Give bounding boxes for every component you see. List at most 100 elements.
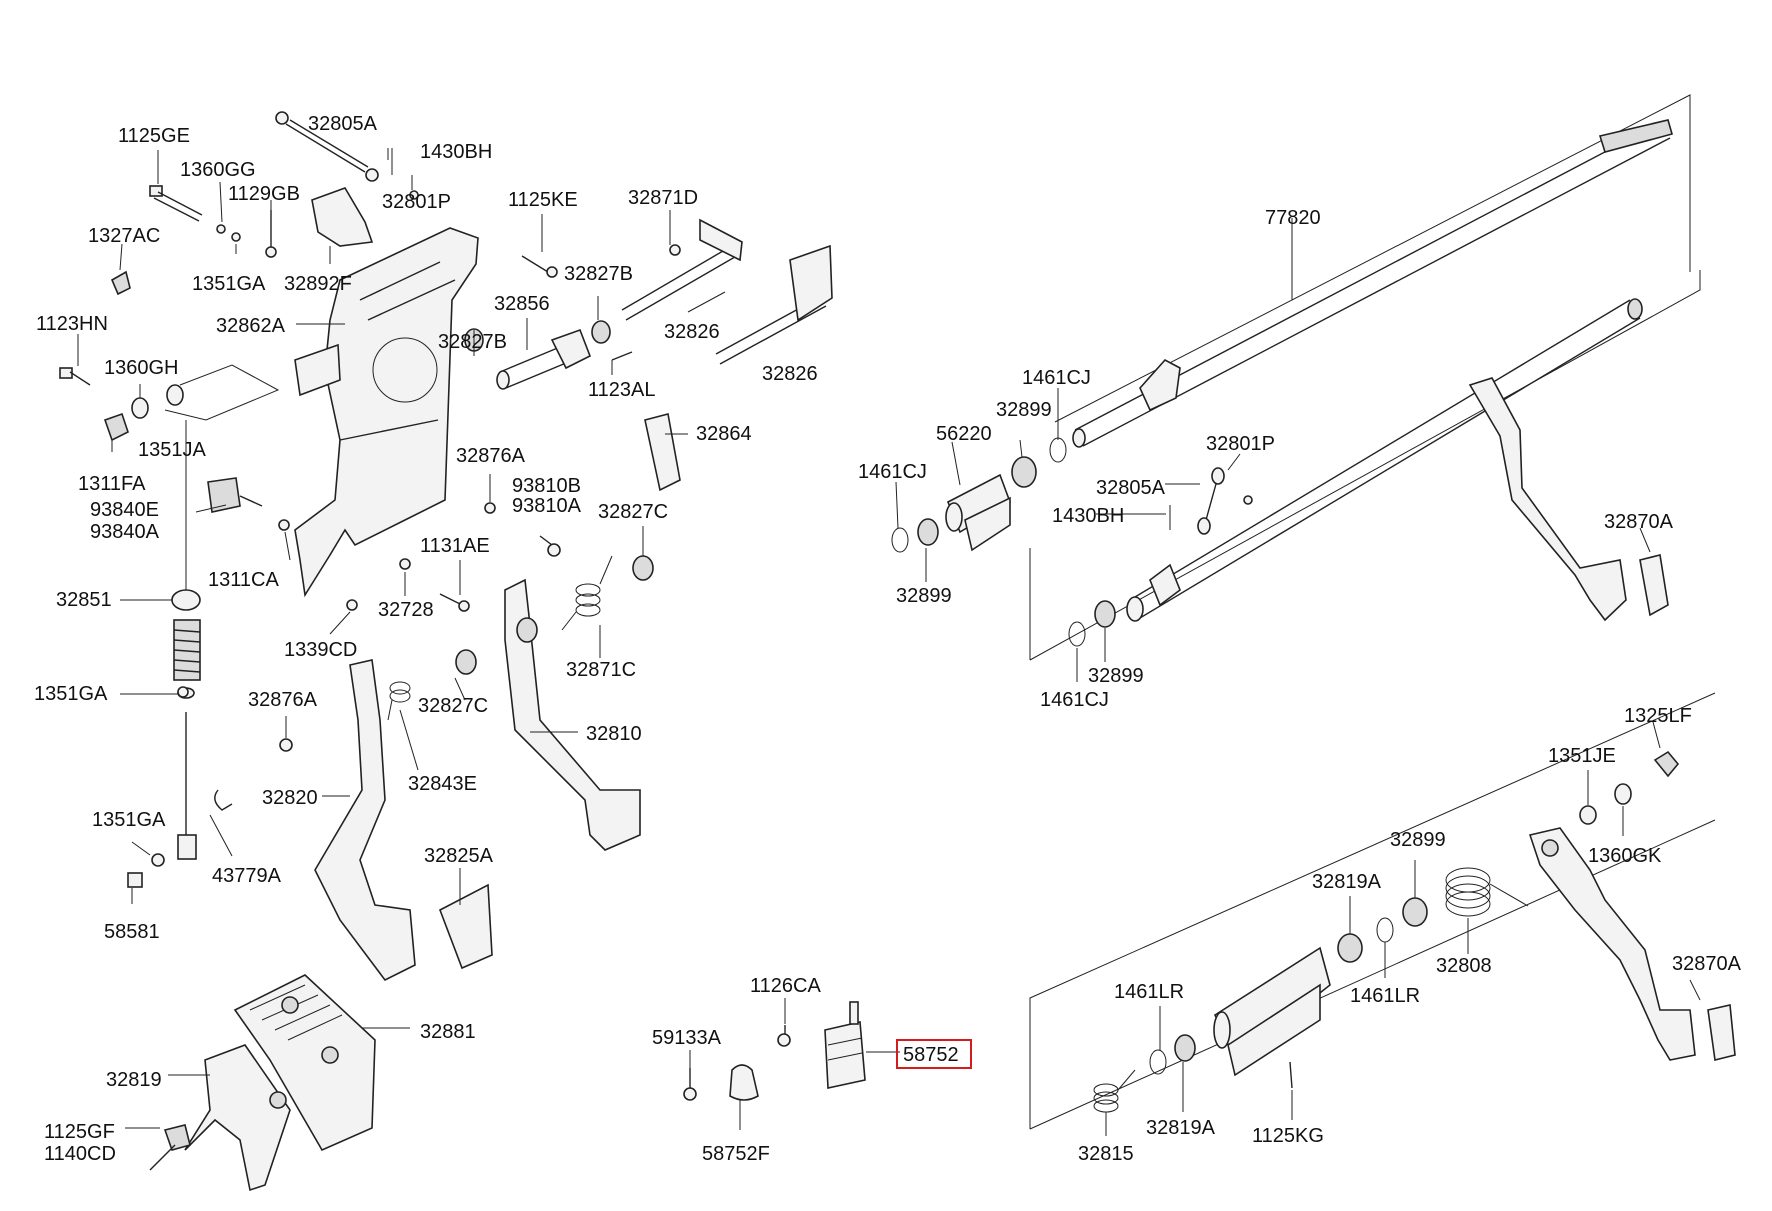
label-1351je: 1351JE [1548, 745, 1616, 767]
label-32819a-a: 32819A [1312, 871, 1382, 893]
floor-plate-32881 [233, 974, 376, 1152]
label-32899-d: 32899 [1390, 829, 1446, 851]
label-1125kg: 1125KG [1252, 1125, 1324, 1147]
nut-1339cd [346, 599, 358, 611]
adjuster-rod-part [275, 111, 419, 200]
ring-1461cj-c [1068, 621, 1086, 647]
washer-1360gh [131, 397, 149, 419]
nut-32876a-b [279, 738, 293, 752]
label-32819a-b: 32819A [1146, 1117, 1216, 1139]
pin-58581 [127, 872, 143, 888]
shaft-housing-lower [1213, 946, 1331, 1077]
bolt-1123al-part [611, 351, 633, 361]
ring-1461lr-b [1376, 917, 1394, 943]
bracket-small-left [294, 343, 341, 397]
clamp-58752 [824, 1001, 866, 1089]
ring-1461cj-a [1049, 437, 1067, 463]
label-32876a-a: 32876A [456, 445, 526, 467]
label-1140cd: 1140CD [44, 1143, 116, 1165]
label-32871c: 32871C [566, 659, 636, 681]
label-1430bh-right: 1430BH [1052, 505, 1124, 527]
spring-32808 [1445, 867, 1529, 917]
label-1311ca: 1311CA [208, 569, 279, 591]
label-1351ja: 1351JA [138, 439, 206, 461]
bracket-32819 [149, 1044, 291, 1192]
label-1351ga-mid: 1351GA [34, 683, 108, 705]
label-1461lr-b: 1461LR [1350, 985, 1420, 1007]
bolt-1125kg [1289, 1061, 1293, 1089]
label-77820: 77820 [1265, 207, 1321, 229]
pedal-arm-32870a-upper [1468, 377, 1669, 622]
label-58752[interactable]: 58752 [903, 1044, 959, 1066]
label-43779a: 43779A [212, 865, 282, 887]
label-93810a: 93810A [512, 495, 582, 517]
label-32808: 32808 [1436, 955, 1492, 977]
label-32899-c: 32899 [1088, 665, 1144, 687]
shaft-32856-part [496, 328, 592, 390]
label-32827c-a: 32827C [598, 501, 668, 523]
washer-1351ja [166, 384, 184, 406]
nut-1311ca [278, 519, 290, 531]
label-32843e: 32843E [408, 773, 477, 795]
label-32810: 32810 [586, 723, 642, 745]
washer-1351je [1579, 805, 1597, 825]
main-bracket-32862a [294, 227, 479, 598]
washer-1360gg [216, 224, 226, 234]
bushing-32827b-b [591, 320, 611, 344]
nut-1311fa [103, 412, 129, 442]
label-1461cj-c: 1461CJ [1040, 689, 1109, 711]
nut-32728 [399, 558, 411, 570]
label-1351ga-low: 1351GA [92, 809, 166, 831]
label-93840a: 93840A [90, 521, 160, 543]
label-93840e: 93840E [90, 499, 159, 521]
nut-32876a-a [484, 502, 496, 514]
bushing-56220 [945, 473, 1011, 552]
label-59133a: 59133A [652, 1027, 722, 1049]
spring-32815 [1093, 1069, 1136, 1113]
link-32805a-right [1197, 467, 1253, 535]
shaft-77820 [1072, 119, 1673, 448]
ring-1461cj-b [891, 527, 909, 553]
label-1430bh-top: 1430BH [420, 141, 492, 163]
bushing-32899-b [917, 518, 939, 546]
label-32870a-a: 32870A [1604, 511, 1674, 533]
label-1126ca: 1126CA [750, 975, 821, 997]
label-32862a: 32862A [216, 315, 286, 337]
label-32805a-right: 32805A [1096, 477, 1166, 499]
label-1125ge: 1125GE [118, 125, 190, 147]
label-32899-b: 32899 [896, 585, 952, 607]
label-32870a-b: 32870A [1672, 953, 1742, 975]
pedal-arm-32870a-lower [1528, 827, 1736, 1061]
label-32827c-b: 32827C [418, 695, 488, 717]
pedal-32810 [504, 578, 641, 851]
bolt-1123hn-part [59, 367, 91, 386]
spring-32843e [387, 681, 411, 721]
label-1125ke: 1125KE [508, 189, 578, 211]
bushing-32827c-a [632, 555, 654, 581]
label-1125gf: 1125GF [44, 1121, 115, 1143]
switch-93840e [207, 477, 241, 513]
leader-lines [77, 148, 1701, 1136]
washer-1360gk [1614, 783, 1632, 805]
label-1131ae: 1131AE [420, 535, 490, 557]
label-32801p-right: 32801P [1206, 433, 1275, 455]
label-32856: 32856 [494, 293, 550, 315]
label-1351ga-top: 1351GA [192, 273, 266, 295]
nut-1327ac [110, 270, 131, 296]
label-32864: 32864 [696, 423, 752, 445]
bushing-32899-c [1094, 600, 1116, 628]
ring-1461lr-a [1149, 1049, 1167, 1075]
bolt-59133a-part [683, 1068, 697, 1101]
label-32881: 32881 [420, 1021, 476, 1043]
label-58752f: 58752F [702, 1143, 770, 1165]
label-1129gb: 1129GB [228, 183, 300, 205]
bolt-1129gb-part [265, 210, 277, 258]
label-32827b-a: 32827B [564, 263, 633, 285]
label-32805a-top: 32805A [308, 113, 378, 135]
label-1360gg: 1360GG [180, 159, 256, 181]
bracket-32892f [311, 187, 374, 247]
label-1461lr-a: 1461LR [1114, 981, 1184, 1003]
label-1461cj-b: 1461CJ [858, 461, 927, 483]
label-32801p-top: 32801P [382, 191, 451, 213]
